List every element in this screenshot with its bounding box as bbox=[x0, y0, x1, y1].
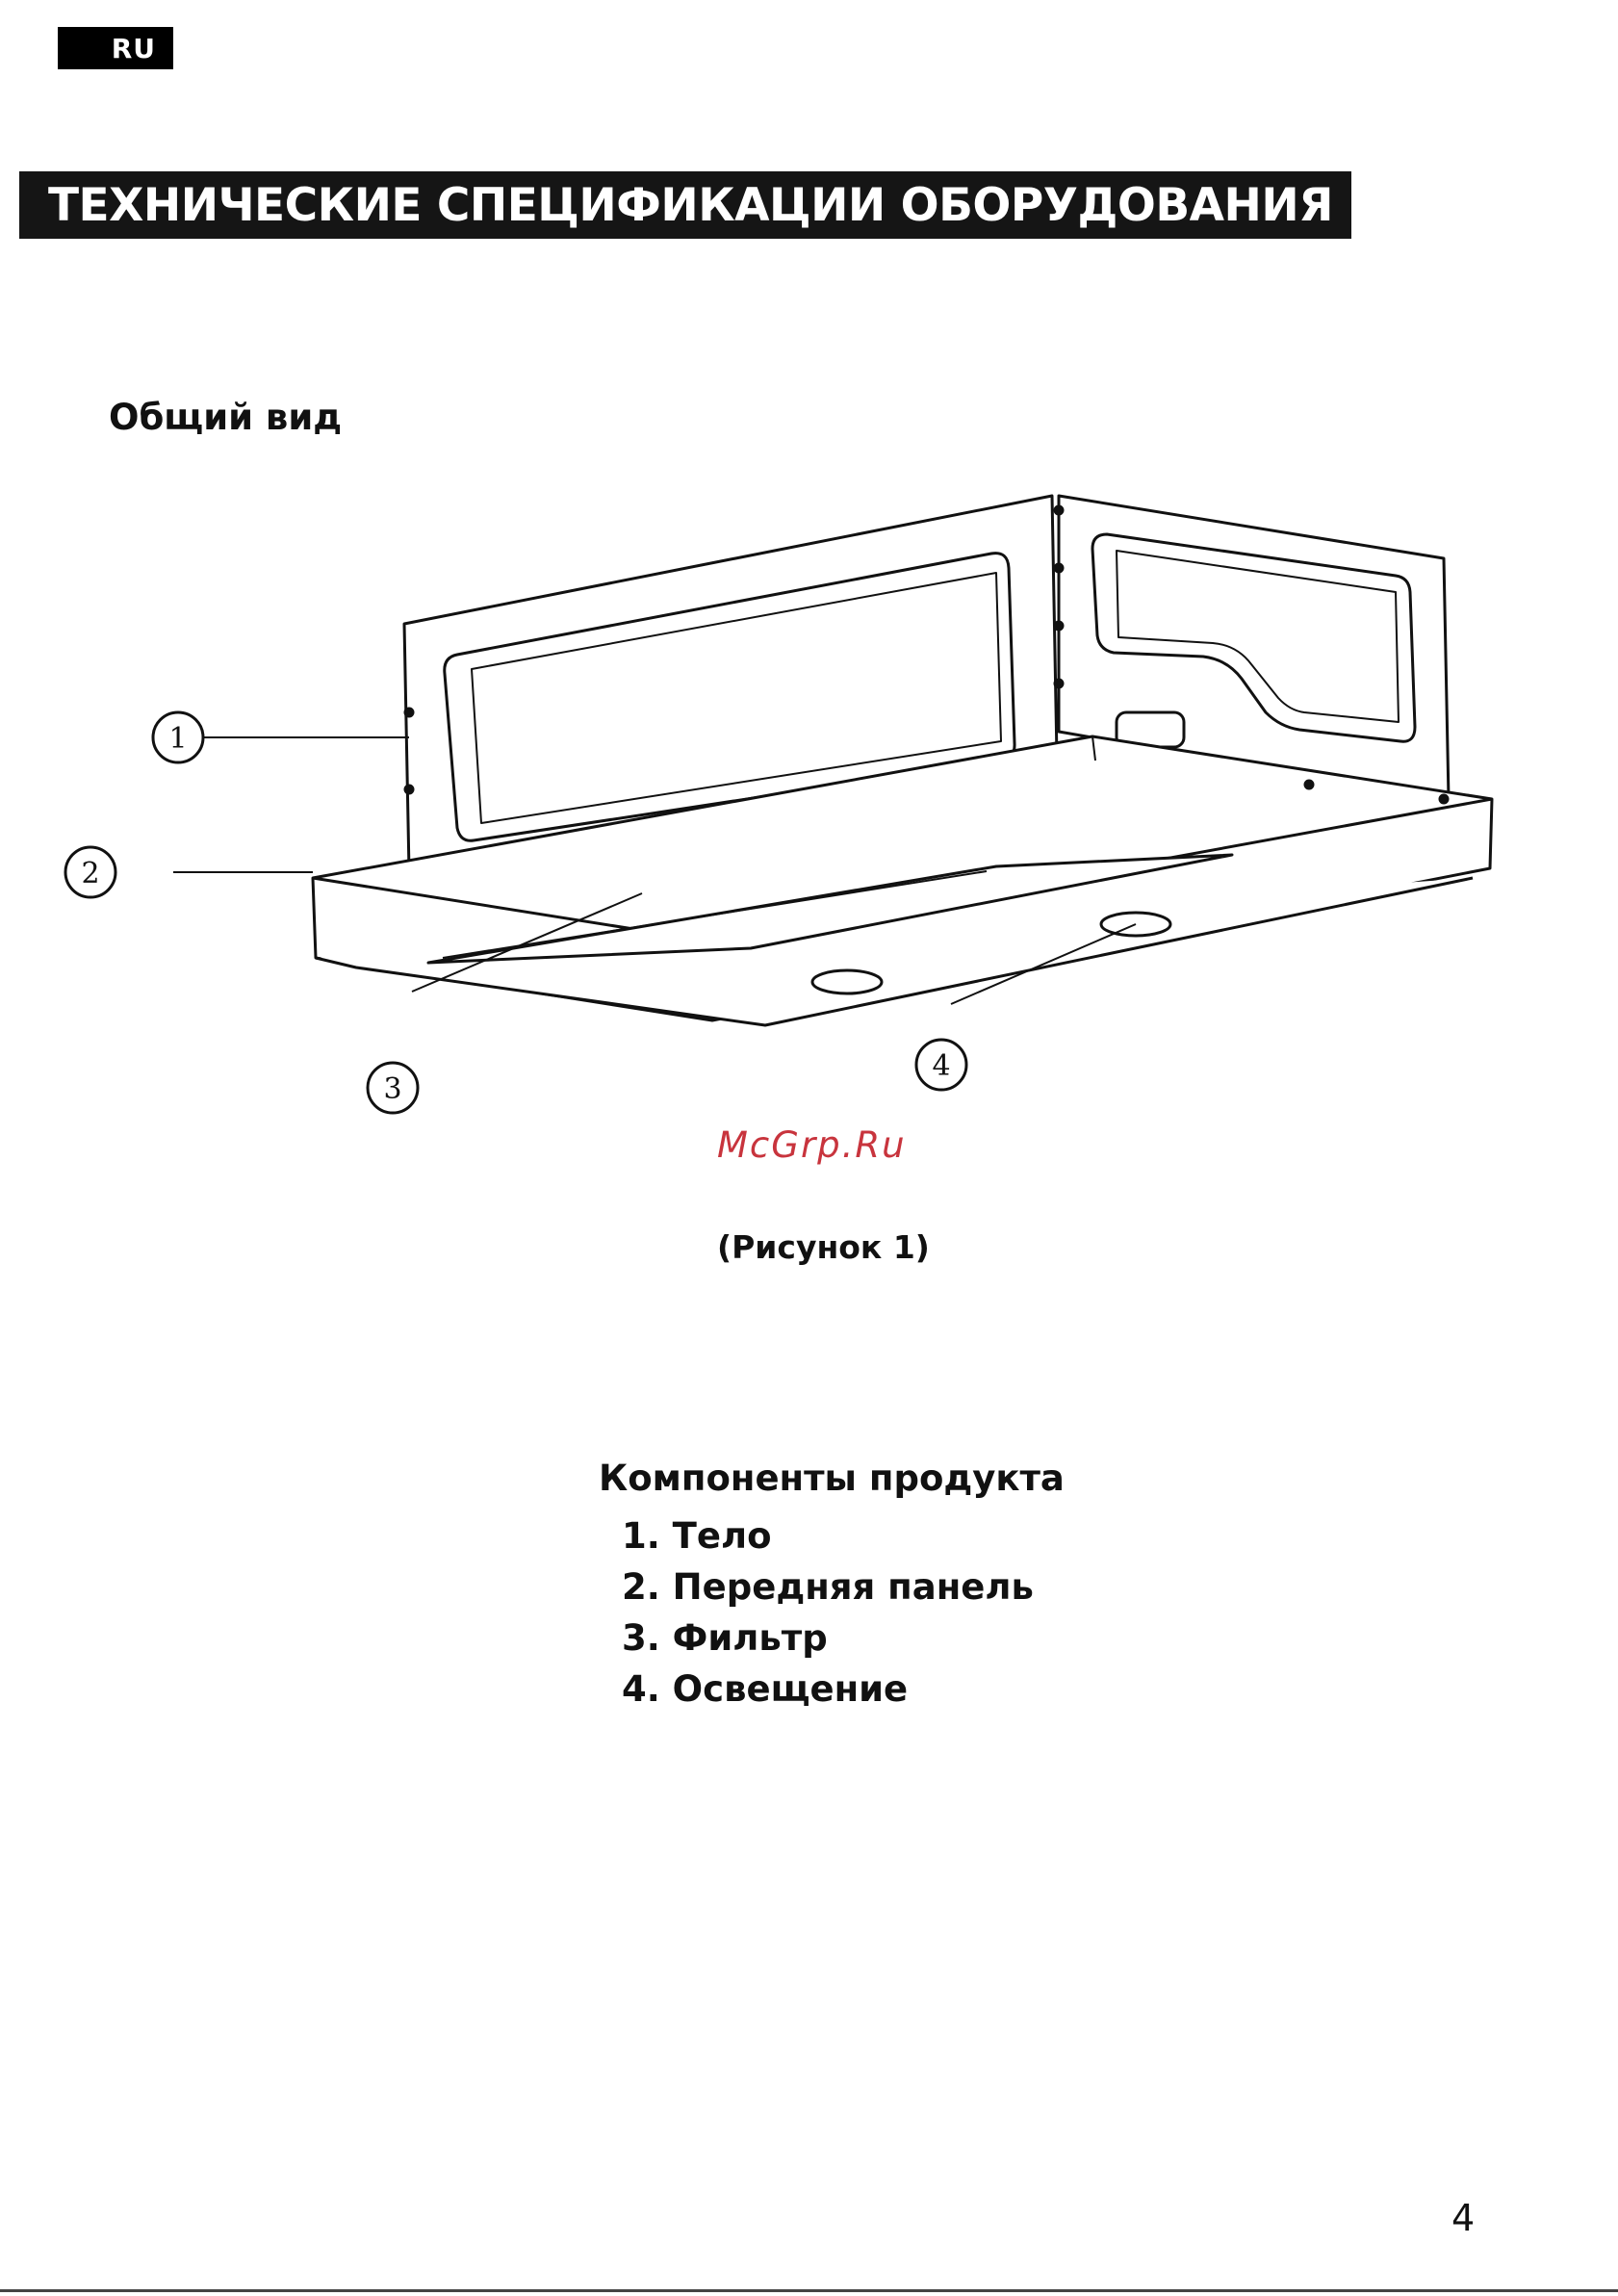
list-item: 2. Передняя панель bbox=[622, 1561, 1065, 1612]
list-item: 1. Тело bbox=[622, 1510, 1065, 1561]
page-number: 4 bbox=[1451, 2197, 1475, 2239]
list-item: 4. Освещение bbox=[622, 1664, 1065, 1715]
bottom-divider bbox=[0, 2289, 1618, 2292]
components-list: 1. Тело 2. Передняя панель 3. Фильтр 4. … bbox=[599, 1510, 1065, 1715]
components-list-section: Компоненты продукта 1. Тело 2. Передняя … bbox=[599, 1458, 1065, 1715]
watermark-text: McGrp.Ru bbox=[717, 1124, 907, 1166]
list-item: 3. Фильтр bbox=[622, 1612, 1065, 1664]
section-title-bar: ТЕХНИЧЕСКИЕ СПЕЦИФИКАЦИИ ОБОРУДОВАНИЯ bbox=[19, 171, 1351, 239]
hood-diagram: 1 2 3 4 bbox=[58, 481, 1540, 1136]
language-badge: RU bbox=[58, 27, 173, 69]
callout-3: 3 bbox=[383, 1072, 401, 1106]
callout-4: 4 bbox=[932, 1049, 950, 1083]
callout-1: 1 bbox=[168, 722, 187, 756]
page-title: ТЕХНИЧЕСКИЕ СПЕЦИФИКАЦИИ ОБОРУДОВАНИЯ bbox=[48, 179, 1333, 232]
callout-2: 2 bbox=[81, 857, 99, 890]
general-view-heading: Общий вид bbox=[109, 397, 342, 438]
components-title: Компоненты продукта bbox=[599, 1458, 1065, 1499]
figure-caption: (Рисунок 1) bbox=[717, 1228, 930, 1266]
range-hood-drawing: 1 2 3 4 bbox=[58, 481, 1540, 1136]
